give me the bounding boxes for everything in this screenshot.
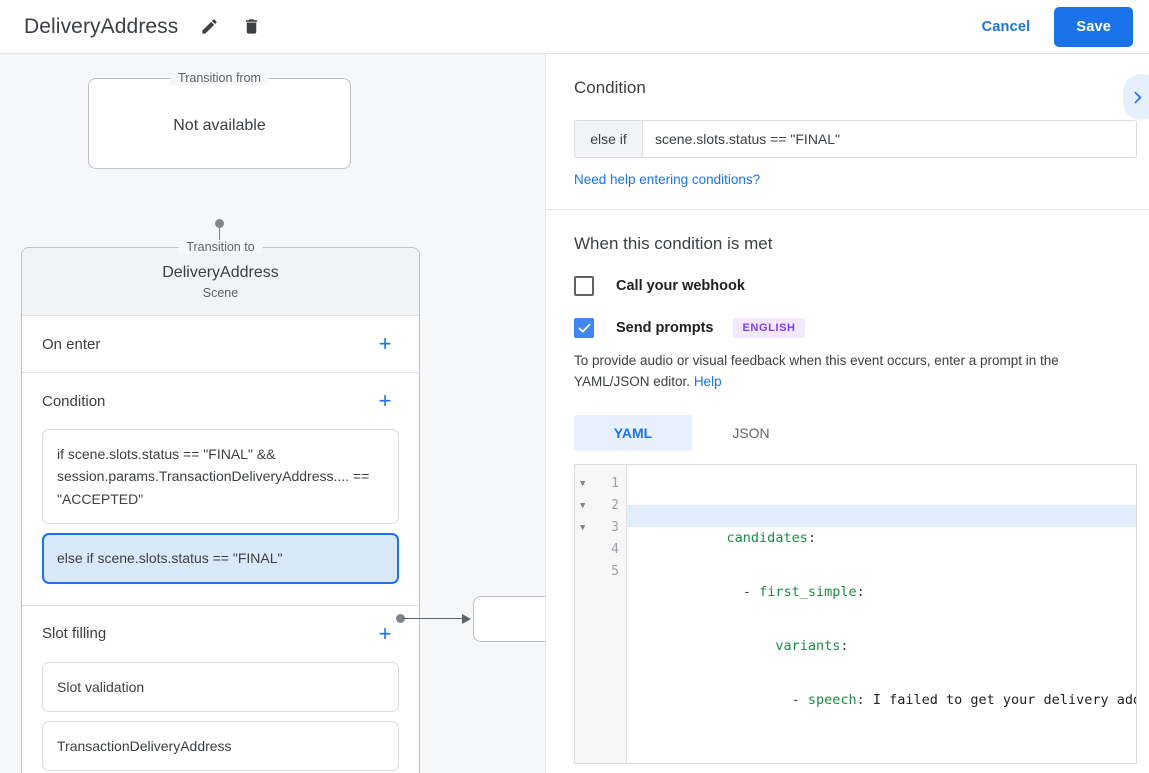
code-line[interactable]: - speech: I failed to get your delivery …: [627, 667, 1136, 708]
condition-section: Condition else if Need help entering con…: [546, 54, 1149, 209]
code-colon: :: [840, 637, 849, 654]
connector-dot-top: [215, 219, 224, 228]
section-condition: Condition + if scene.slots.status == "FI…: [22, 373, 419, 606]
details-panel: Condition else if Need help entering con…: [546, 54, 1149, 773]
trash-icon[interactable]: [234, 10, 268, 44]
save-button[interactable]: Save: [1054, 6, 1133, 47]
code-indent: -: [726, 583, 760, 600]
condition-item-selected[interactable]: else if scene.slots.status == "FINAL": [42, 533, 399, 584]
section-title-on-enter: On enter: [42, 335, 101, 353]
transition-to-node[interactable]: Transition to DeliveryAddress Scene On e…: [21, 240, 420, 773]
page-title: DeliveryAddress: [24, 14, 179, 38]
connector-line-horizontal: [402, 618, 464, 619]
section-header-condition: Condition +: [42, 373, 399, 429]
transition-to-legend: Transition to: [178, 240, 263, 254]
code-key: first_simple: [759, 583, 857, 600]
slot-item[interactable]: TransactionDeliveryAddress: [42, 720, 399, 772]
transition-from-node[interactable]: Transition from Not available: [88, 71, 351, 169]
section-title-condition: Condition: [42, 392, 106, 410]
slot-validation-item[interactable]: Slot validation: [42, 661, 399, 712]
add-slot-filling-button[interactable]: +: [378, 620, 392, 646]
webhook-checkbox[interactable]: [574, 276, 594, 296]
chevron-right-icon[interactable]: [1123, 74, 1149, 120]
code-indent: [727, 638, 776, 654]
transition-from-legend: Transition from: [170, 71, 269, 85]
code-colon: :: [856, 691, 865, 708]
when-condition-met-section: When this condition is met Call your web…: [546, 210, 1149, 773]
connector-arrow-right: [462, 614, 471, 624]
condition-help-link[interactable]: Need help entering conditions?: [574, 172, 761, 187]
transition-to-name: DeliveryAddress: [162, 263, 279, 281]
code-indent: -: [726, 691, 808, 708]
add-on-enter-button[interactable]: +: [378, 331, 392, 356]
editor-gutter: ▼ 1 ▼ 2 ▼ 3 4 5: [575, 464, 627, 763]
webhook-row: Call your webhook: [574, 276, 1121, 296]
connector-dot-condition: [396, 614, 405, 623]
gutter-line[interactable]: 5: [575, 561, 626, 583]
prompts-description: To provide audio or visual feedback when…: [574, 351, 1121, 393]
section-slot-filling: Slot filling + Slot validation Transacti…: [22, 606, 419, 773]
code-key: speech: [807, 691, 857, 708]
prompts-help-link[interactable]: Help: [693, 373, 722, 389]
code-colon: :: [856, 583, 865, 600]
code-line[interactable]: - first_simple:: [627, 559, 1136, 600]
condition-expression-input[interactable]: [643, 121, 1136, 157]
webhook-label: Call your webhook: [616, 278, 745, 294]
body-area: Transition from Not available Transition…: [0, 54, 1149, 773]
transition-to-type: Scene: [202, 285, 239, 300]
cancel-button[interactable]: Cancel: [968, 10, 1045, 44]
yaml-editor[interactable]: ▼ 1 ▼ 2 ▼ 3 4 5: [574, 463, 1137, 764]
slot-filling-list: Slot validation TransactionDeliveryAddre…: [42, 661, 399, 773]
top-bar-actions: Cancel Save: [968, 6, 1149, 47]
section-header-slot-filling: Slot filling +: [42, 606, 399, 662]
code-value: I failed to get your delivery address: [872, 691, 1136, 708]
send-prompts-checkbox[interactable]: [574, 318, 594, 338]
send-prompts-row: Send prompts ENGLISH: [574, 318, 1121, 338]
code-line[interactable]: candidates:: [627, 504, 1136, 546]
pencil-icon[interactable]: [192, 10, 226, 44]
condition-expression-row[interactable]: else if: [574, 120, 1137, 158]
gutter-line[interactable]: ▼ 2: [575, 495, 626, 517]
code-key: candidates: [726, 529, 808, 546]
condition-heading: Condition: [574, 78, 646, 97]
gutter-line[interactable]: ▼ 1: [575, 473, 626, 495]
line-number: 3: [611, 520, 619, 536]
line-number: 2: [611, 498, 619, 514]
fold-arrow-icon[interactable]: ▼: [580, 500, 586, 511]
fold-arrow-icon[interactable]: ▼: [580, 478, 586, 489]
target-node-partial[interactable]: [473, 596, 545, 642]
line-number: 1: [611, 476, 619, 492]
editor-format-tabs: YAML JSON: [574, 414, 1121, 451]
top-bar: DeliveryAddress Cancel Save: [0, 0, 1149, 54]
tab-json[interactable]: JSON: [732, 424, 770, 441]
section-header-on-enter: On enter +: [42, 316, 399, 372]
title-actions: [192, 10, 268, 44]
prompts-description-text: To provide audio or visual feedback when…: [574, 353, 1059, 389]
code-colon: :: [807, 529, 816, 546]
check-icon: [578, 323, 590, 333]
condition-list: if scene.slots.status == "FINAL" && sess…: [42, 429, 399, 605]
language-chip: ENGLISH: [733, 318, 805, 338]
section-on-enter: On enter +: [22, 316, 419, 373]
add-condition-button[interactable]: +: [378, 388, 392, 413]
when-condition-met-heading: When this condition is met: [574, 234, 773, 253]
fold-arrow-icon[interactable]: ▼: [580, 522, 586, 533]
condition-item[interactable]: if scene.slots.status == "FINAL" && sess…: [42, 429, 399, 525]
graph-canvas[interactable]: Transition from Not available Transition…: [0, 54, 546, 773]
line-number: 5: [611, 564, 619, 580]
code-key: variants: [775, 637, 841, 654]
gutter-line[interactable]: 4: [575, 539, 626, 561]
line-number: 4: [611, 542, 619, 558]
transition-from-value: Not available: [173, 117, 266, 134]
tab-yaml[interactable]: YAML: [574, 414, 692, 451]
code-line[interactable]: variants:: [627, 613, 1136, 654]
panel-divider: [546, 209, 1149, 210]
gutter-line[interactable]: ▼ 3: [575, 517, 626, 539]
send-prompts-label: Send prompts: [616, 320, 714, 336]
editor-code-area[interactable]: candidates: - first_simple: variants: - …: [627, 465, 1136, 763]
transition-to-header: DeliveryAddress Scene: [22, 248, 419, 316]
section-title-slot-filling: Slot filling: [42, 625, 107, 643]
condition-prefix-label: else if: [575, 121, 643, 157]
